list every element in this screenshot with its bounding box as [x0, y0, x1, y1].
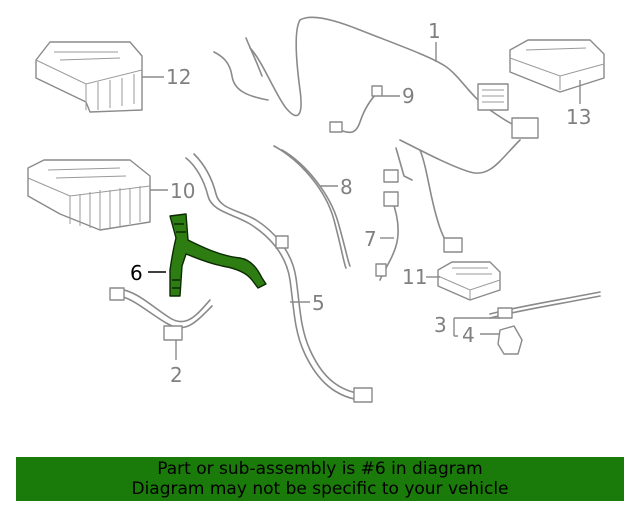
callout-10: 10 [170, 179, 195, 203]
part-1-main-harness [213, 16, 539, 253]
banner-line-1: Part or sub-assembly is #6 in diagram [157, 459, 483, 479]
part-9-bracket [329, 85, 383, 134]
callout-3: 3 [434, 313, 447, 337]
callout-13: 13 [566, 105, 591, 129]
callout-4: 4 [462, 323, 475, 347]
part-2-cable [109, 287, 213, 341]
part-8-strap [273, 145, 351, 269]
leader-3 [453, 317, 500, 337]
callout-11: 11 [402, 265, 427, 289]
callout-9: 9 [402, 84, 415, 108]
part-7-cable [375, 191, 399, 281]
part-10-fuse-block [27, 159, 151, 231]
callout-7: 7 [364, 227, 377, 251]
parts-diagram: 12 10 1 13 9 [27, 16, 605, 403]
callout-2: 2 [170, 363, 183, 387]
part-11-fuse-block [437, 261, 501, 301]
part-6-cable-highlighted[interactable] [169, 213, 267, 297]
part-5-cable [185, 153, 373, 403]
part-4-clip [497, 325, 523, 355]
part-13-module [509, 39, 605, 93]
part-3-cable [489, 291, 601, 319]
info-banner: Part or sub-assembly is #6 in diagram Di… [16, 457, 624, 501]
banner-line-2: Diagram may not be specific to your vehi… [131, 479, 509, 499]
callout-6: 6 [130, 261, 143, 285]
callout-1: 1 [428, 19, 441, 43]
part-12-module [35, 41, 143, 113]
callout-12: 12 [166, 65, 191, 89]
callout-5: 5 [312, 291, 325, 315]
callout-8: 8 [340, 175, 353, 199]
